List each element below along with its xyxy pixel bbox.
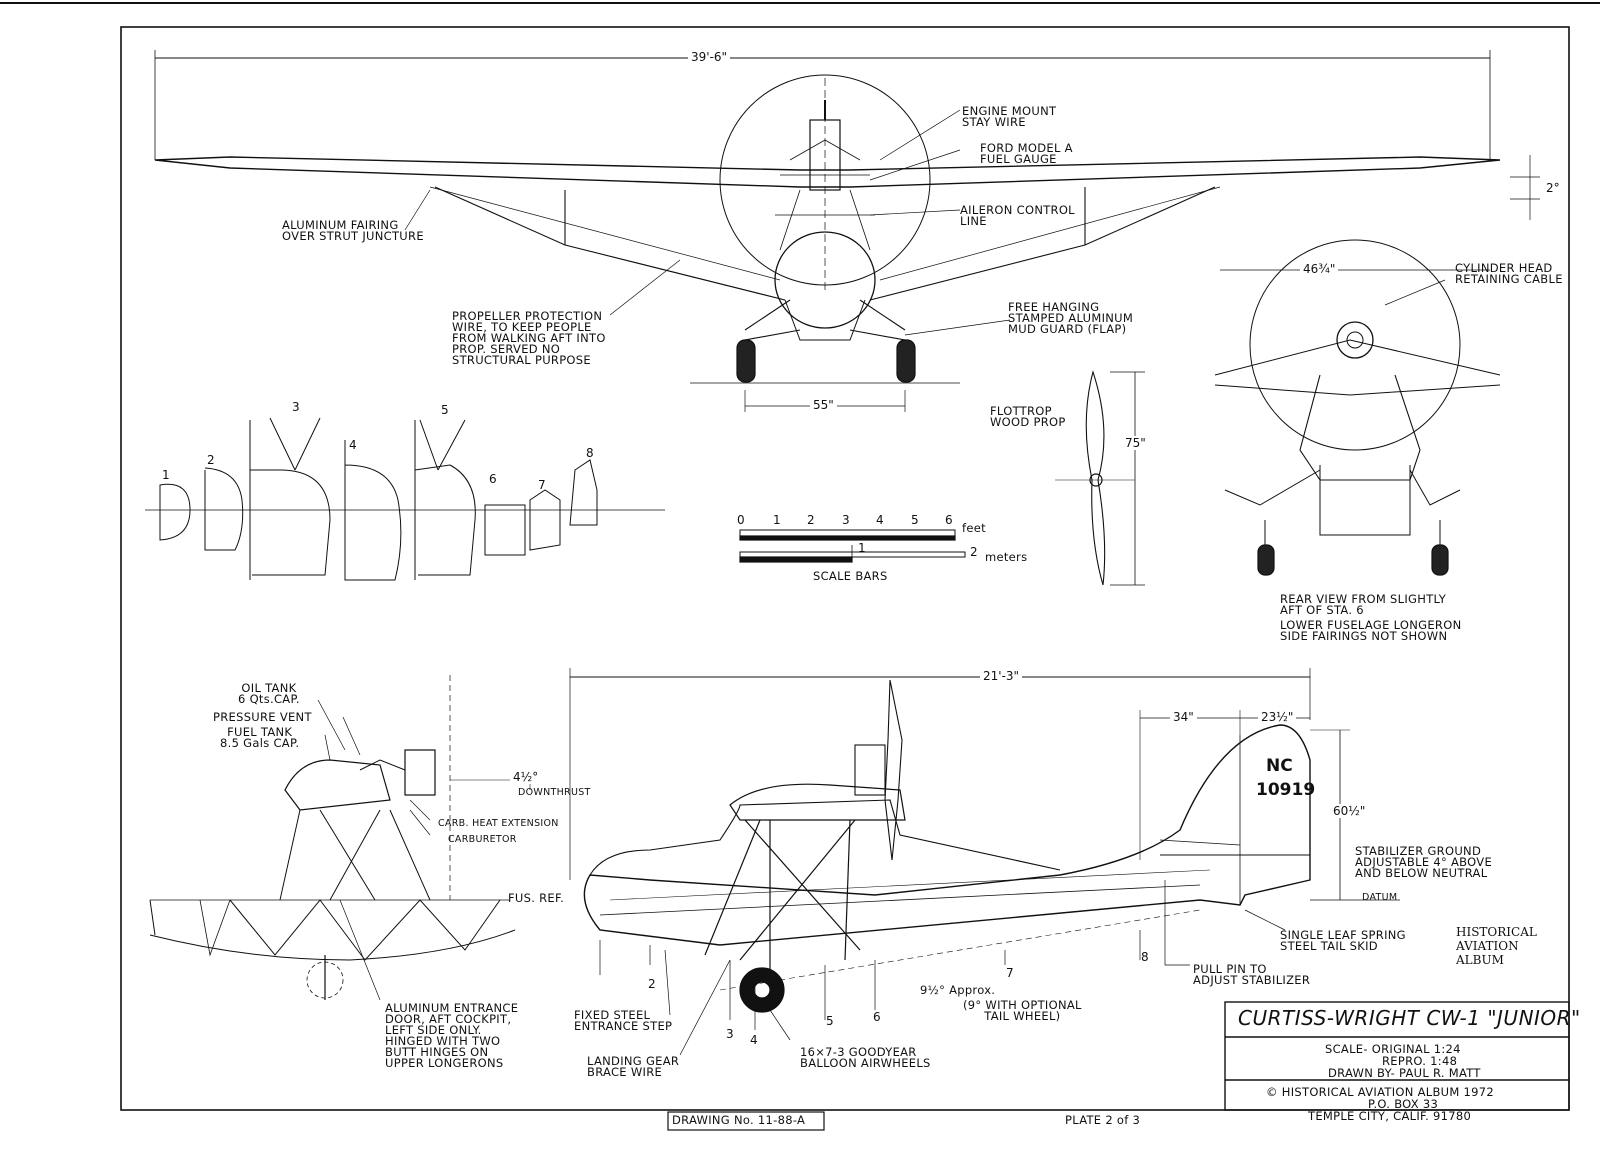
tail-23-dimension: 23½"	[1258, 710, 1297, 724]
scale-bars-caption: SCALE BARS	[813, 569, 888, 583]
tail-34-dimension: 34"	[1170, 710, 1197, 724]
length-dimension: 21'-3"	[980, 669, 1023, 683]
section-label-4: 4	[349, 438, 357, 452]
prop-diameter-dimension: 75"	[1122, 436, 1149, 450]
historical-aviation-album-logo: HISTORICAL AVIATION ALBUM	[1456, 925, 1537, 967]
station-8: 8	[1141, 950, 1149, 964]
cockpit-detail	[149, 675, 531, 1001]
station-3: 3	[726, 1027, 734, 1041]
datum-label: DATUM	[1362, 892, 1398, 903]
border-frame	[120, 26, 1570, 1111]
drawn-by: DRAWN BY- PAUL R. MATT	[1328, 1066, 1481, 1080]
track-dimension: 55"	[810, 398, 837, 412]
station-sections	[145, 417, 665, 581]
pull-pin-label: PULL PIN TO ADJUST STABILIZER	[1193, 962, 1311, 987]
meter-tick-2: 2	[970, 545, 978, 559]
dihedral-dimension: 2°	[1543, 181, 1563, 195]
station-6: 6	[873, 1010, 881, 1024]
brace-wire-label: LANDING GEAR BRACE WIRE	[587, 1054, 680, 1079]
scale-tick-5: 5	[911, 513, 919, 527]
span-dimension: 39'-6"	[688, 50, 731, 64]
scale-tick-1: 1	[773, 513, 781, 527]
meter-tick-1: 1	[858, 541, 866, 555]
section-label-5: 5	[441, 403, 449, 417]
entrance-door-label: ALUMINUM ENTRANCE DOOR, AFT COCKPIT, LEF…	[385, 1001, 519, 1070]
section-label-1: 1	[162, 468, 170, 482]
rear-width-dimension: 46¾"	[1300, 262, 1339, 276]
scale-tick-4: 4	[876, 513, 884, 527]
fuel-tank-label: FUEL TANK 8.5 Gals CAP.	[220, 725, 300, 750]
carburetor-label: CARBURETOR	[448, 834, 517, 845]
propeller-view	[1055, 370, 1145, 586]
engine-mount-label: ENGINE MOUNT STAY WIRE	[962, 104, 1057, 129]
airwheels-label: 16×7-3 GOODYEAR BALLOON AIRWHEELS	[800, 1045, 931, 1070]
stabilizer-label: STABILIZER GROUND ADJUSTABLE 4° ABOVE AN…	[1355, 844, 1493, 880]
longeron-label: LOWER FUSELAGE LONGERON SIDE FAIRINGS NO…	[1280, 618, 1462, 643]
drawing-number: DRAWING No. 11-88-A	[672, 1113, 806, 1127]
section-label-2: 2	[207, 453, 215, 467]
feet-unit: feet	[962, 521, 986, 535]
section-label-7: 7	[538, 478, 546, 492]
cylinder-head-label: CYLINDER HEAD RETAINING CABLE	[1455, 261, 1563, 286]
front-view	[154, 50, 1540, 412]
rear-view	[1214, 239, 1501, 576]
scale-repro: REPRO. 1:48	[1382, 1054, 1458, 1068]
section-label-8: 8	[586, 446, 594, 460]
flottrop-label: FLOTTROP WOOD PROP	[990, 404, 1066, 429]
prop-wire-label: PROPELLER PROTECTION WIRE, TO KEEP PEOPL…	[452, 309, 606, 367]
carb-heat-label: CARB. HEAT EXTENSION	[438, 818, 559, 829]
registration-number: 10919	[1256, 780, 1316, 800]
drawing-title: CURTISS-WRIGHT CW-1 "JUNIOR"	[1238, 1006, 1581, 1030]
copyright-line: © HISTORICAL AVIATION ALBUM 1972	[1266, 1085, 1495, 1099]
downthrust-label: DOWNTHRUST	[518, 787, 591, 798]
rear-view-label: REAR VIEW FROM SLIGHTLY AFT OF STA. 6	[1280, 592, 1447, 617]
scale-bars	[739, 529, 966, 563]
scale-original: SCALE- ORIGINAL 1:24	[1325, 1042, 1461, 1056]
downthrust-angle: 4½°	[510, 770, 542, 784]
tail-wheel-label: (9° WITH OPTIONAL TAIL WHEEL)	[963, 998, 1082, 1023]
title-block-frame	[667, 1001, 1570, 1131]
pressure-vent-label: PRESSURE VENT	[213, 710, 312, 724]
station-7: 7	[1006, 966, 1014, 980]
side-view	[569, 668, 1400, 1056]
station-5: 5	[826, 1014, 834, 1028]
plate-number: PLATE 2 of 3	[1065, 1113, 1141, 1127]
aluminum-fairing-label: ALUMINUM FAIRING OVER STRUT JUNCTURE	[282, 218, 424, 243]
scale-tick-3: 3	[842, 513, 850, 527]
po-box: P.O. BOX 33	[1368, 1097, 1439, 1111]
entrance-step-label: FIXED STEEL ENTRANCE STEP	[574, 1008, 673, 1033]
station-2: 2	[648, 977, 656, 991]
station-4: 4	[750, 1033, 758, 1047]
aileron-label: AILERON CONTROL LINE	[960, 203, 1075, 228]
section-label-6: 6	[489, 472, 497, 486]
registration-nc: NC	[1266, 756, 1293, 776]
fuselage-angle: 9½° Approx.	[920, 983, 996, 997]
mud-guard-label: FREE HANGING STAMPED ALUMINUM MUD GUARD …	[1008, 300, 1134, 336]
fuel-gauge-label: FORD MODEL A FUEL GAUGE	[980, 141, 1073, 166]
oil-tank-label: OIL TANK 6 Qts.CAP.	[238, 681, 300, 706]
city-line: TEMPLE CITY, CALIF. 91780	[1308, 1109, 1472, 1123]
section-label-3: 3	[292, 400, 300, 414]
scale-tick-6: 6	[945, 513, 953, 527]
tail-height-dimension: 60½"	[1330, 804, 1369, 818]
scale-tick-0: 0	[737, 513, 745, 527]
meters-unit: meters	[985, 550, 1028, 564]
tail-skid-label: SINGLE LEAF SPRING STEEL TAIL SKID	[1280, 928, 1406, 953]
scale-tick-2: 2	[807, 513, 815, 527]
fus-ref-label: FUS. REF.	[508, 891, 565, 905]
